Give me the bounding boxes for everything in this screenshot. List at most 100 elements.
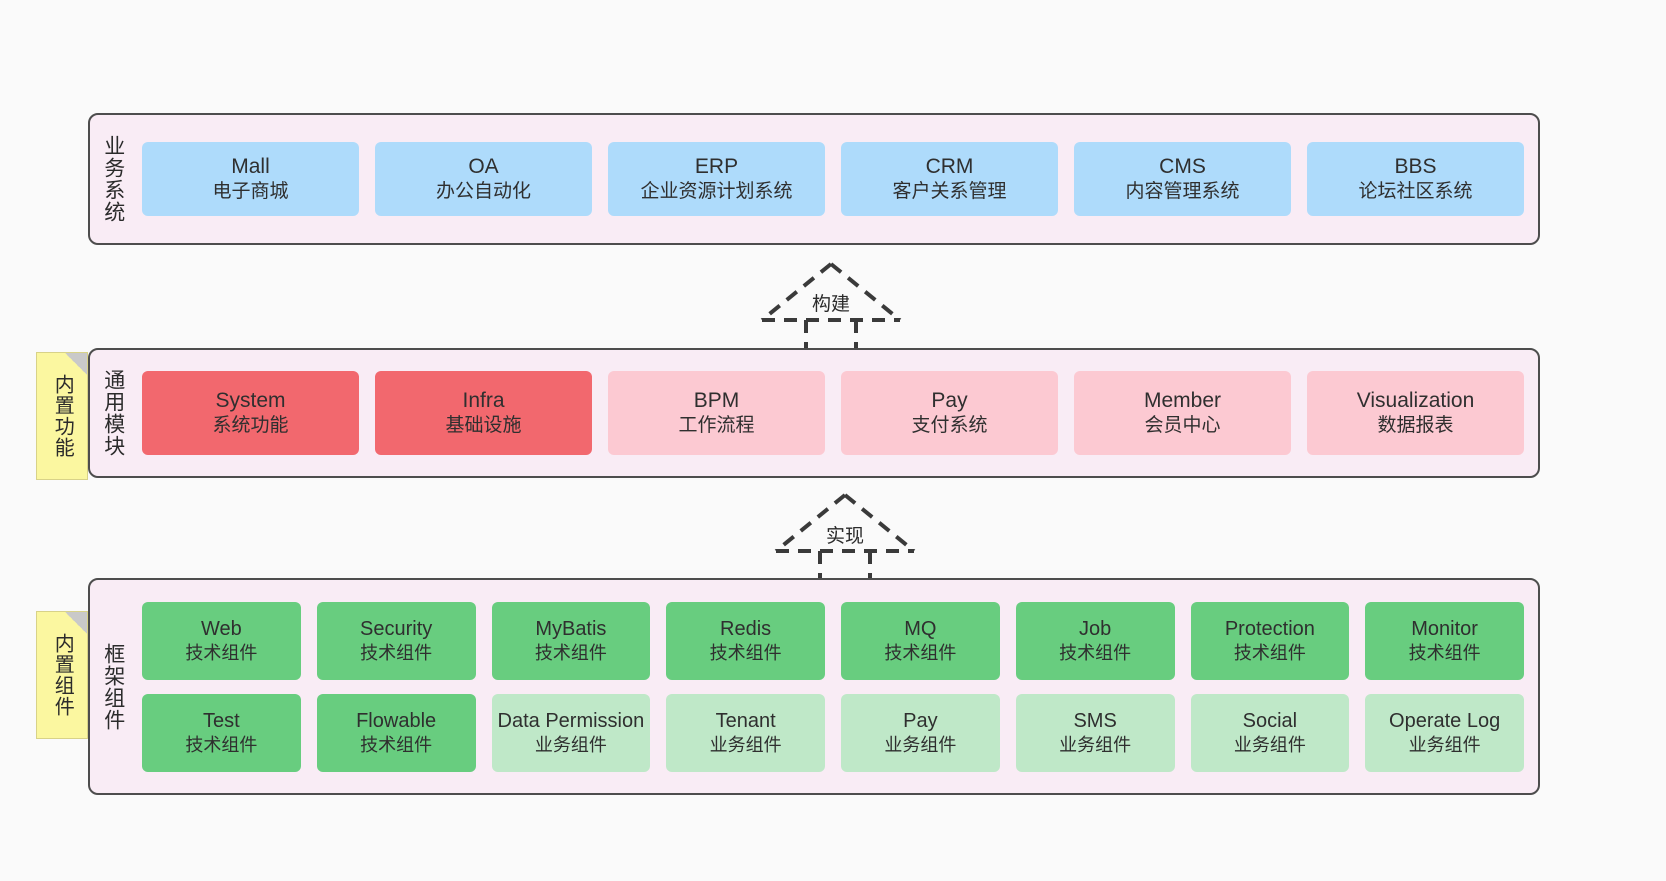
node-subtitle: 数据报表 <box>1377 415 1454 437</box>
node-subtitle: 业务组件 <box>709 734 782 755</box>
node-mybatis[interactable]: MyBatis 技术组件 <box>491 601 651 680</box>
node-title: Operate Log <box>1389 709 1501 732</box>
node-subtitle: 业务组件 <box>1059 734 1132 755</box>
node-mq[interactable]: MQ 技术组件 <box>841 601 1000 680</box>
node-test[interactable]: Test 技术组件 <box>142 693 301 772</box>
node-sms[interactable]: SMS 业务组件 <box>1015 693 1175 772</box>
node-mall[interactable]: Mall 电子商城 <box>142 142 359 216</box>
node-title: ERP <box>694 155 739 178</box>
node-title: Security <box>360 617 433 640</box>
node-title: Job <box>1079 617 1112 640</box>
node-pay-component[interactable]: Pay 业务组件 <box>841 693 1000 772</box>
node-subtitle: 技术组件 <box>185 734 258 755</box>
node-subtitle: 内容管理系统 <box>1125 181 1240 203</box>
sticky-note-label: 内置组件 <box>51 633 74 717</box>
node-subtitle: 会员中心 <box>1144 415 1221 437</box>
node-title: MyBatis <box>535 617 607 640</box>
node-subtitle: 技术组件 <box>884 642 957 663</box>
node-subtitle: 技术组件 <box>709 642 782 663</box>
build-arrow-label: 构建 <box>812 294 851 315</box>
node-web[interactable]: Web 技术组件 <box>142 601 301 680</box>
node-title: MQ <box>904 617 937 640</box>
node-title: CRM <box>925 155 974 178</box>
implement-arrow-label: 实现 <box>826 526 865 547</box>
node-erp[interactable]: ERP 企业资源计划系统 <box>608 142 825 216</box>
node-tenant[interactable]: Tenant 业务组件 <box>666 693 825 772</box>
framework-row-technical: Web 技术组件 Security 技术组件 MyBatis 技术组件 Redi… <box>142 601 1524 680</box>
node-title: Pay <box>931 389 968 412</box>
node-bbs[interactable]: BBS 论坛社区系统 <box>1307 142 1524 216</box>
node-system[interactable]: System 系统功能 <box>142 371 359 455</box>
node-subtitle: 支付系统 <box>911 415 988 437</box>
node-title: OA <box>468 155 499 178</box>
node-pay-module[interactable]: Pay 支付系统 <box>841 371 1058 455</box>
node-crm[interactable]: CRM 客户关系管理 <box>841 142 1058 216</box>
node-title: Data Permission <box>497 709 645 732</box>
node-title: CMS <box>1159 155 1206 178</box>
node-subtitle: 技术组件 <box>185 642 258 663</box>
node-data-permission[interactable]: Data Permission 业务组件 <box>491 693 651 772</box>
node-title: BPM <box>693 389 740 412</box>
node-subtitle: 电子商城 <box>212 181 289 203</box>
node-bpm[interactable]: BPM 工作流程 <box>608 371 825 455</box>
node-subtitle: 技术组件 <box>534 642 607 663</box>
node-redis[interactable]: Redis 技术组件 <box>666 601 825 680</box>
band-label-common-module: 通用模块 <box>101 369 125 457</box>
node-subtitle: 论坛社区系统 <box>1358 181 1473 203</box>
node-title: Mall <box>231 155 270 178</box>
node-subtitle: 技术组件 <box>360 642 433 663</box>
node-title: Infra <box>462 389 505 412</box>
node-title: Flowable <box>356 709 437 732</box>
node-subtitle: 办公自动化 <box>435 181 531 203</box>
node-monitor[interactable]: Monitor 技术组件 <box>1365 601 1524 680</box>
node-title: Protection <box>1224 617 1315 640</box>
node-title: BBS <box>1394 155 1437 178</box>
node-subtitle: 企业资源计划系统 <box>640 181 793 203</box>
node-subtitle: 系统功能 <box>212 415 289 437</box>
node-subtitle: 技术组件 <box>1233 642 1306 663</box>
node-protection[interactable]: Protection 技术组件 <box>1190 601 1350 680</box>
node-member[interactable]: Member 会员中心 <box>1074 371 1291 455</box>
node-flowable[interactable]: Flowable 技术组件 <box>316 693 476 772</box>
band-label-business-system: 业务系统 <box>101 135 125 223</box>
node-subtitle: 业务组件 <box>1233 734 1306 755</box>
node-job[interactable]: Job 技术组件 <box>1015 601 1175 680</box>
sticky-note-builtin-component: 内置组件 <box>36 611 88 739</box>
band-business-system: 业务系统 Mall 电子商城 OA 办公自动化 ERP 企业资源计划系统 CRM… <box>88 113 1540 245</box>
band-body-common-module: System 系统功能 Infra 基础设施 BPM 工作流程 Pay 支付系统… <box>136 350 1538 476</box>
node-operate-log[interactable]: Operate Log 业务组件 <box>1365 693 1524 772</box>
node-title: System <box>215 389 286 412</box>
node-title: Tenant <box>715 709 776 732</box>
node-title: SMS <box>1073 709 1117 732</box>
node-subtitle: 业务组件 <box>884 734 957 755</box>
node-subtitle: 客户关系管理 <box>892 181 1007 203</box>
node-subtitle: 技术组件 <box>1408 642 1481 663</box>
node-visualization[interactable]: Visualization 数据报表 <box>1307 371 1524 455</box>
node-subtitle: 技术组件 <box>360 734 433 755</box>
node-title: Pay <box>903 709 938 732</box>
band-common-module: 通用模块 System 系统功能 Infra 基础设施 BPM 工作流程 Pay… <box>88 348 1540 478</box>
node-title: Social <box>1242 709 1298 732</box>
band-body-framework-component: Web 技术组件 Security 技术组件 MyBatis 技术组件 Redi… <box>136 580 1538 793</box>
node-subtitle: 基础设施 <box>445 415 522 437</box>
folded-corner-icon <box>65 612 87 634</box>
folded-corner-icon <box>65 353 87 375</box>
node-cms[interactable]: CMS 内容管理系统 <box>1074 142 1291 216</box>
sticky-note-builtin-feature: 内置功能 <box>36 352 88 480</box>
node-security[interactable]: Security 技术组件 <box>316 601 476 680</box>
node-subtitle: 业务组件 <box>1408 734 1481 755</box>
node-infra[interactable]: Infra 基础设施 <box>375 371 592 455</box>
sticky-note-label: 内置功能 <box>51 374 74 458</box>
band-label-framework-component: 框架组件 <box>101 642 125 731</box>
node-oa[interactable]: OA 办公自动化 <box>375 142 592 216</box>
band-body-business-system: Mall 电子商城 OA 办公自动化 ERP 企业资源计划系统 CRM 客户关系… <box>136 115 1538 243</box>
node-subtitle: 技术组件 <box>1059 642 1132 663</box>
node-title: Redis <box>720 617 772 640</box>
node-subtitle: 业务组件 <box>534 734 607 755</box>
node-title: Visualization <box>1356 389 1475 412</box>
node-social[interactable]: Social 业务组件 <box>1190 693 1350 772</box>
node-title: Member <box>1143 389 1222 412</box>
band-framework-component: 框架组件 Web 技术组件 Security 技术组件 MyBatis 技术组件… <box>88 578 1540 795</box>
node-title: Test <box>203 709 240 732</box>
